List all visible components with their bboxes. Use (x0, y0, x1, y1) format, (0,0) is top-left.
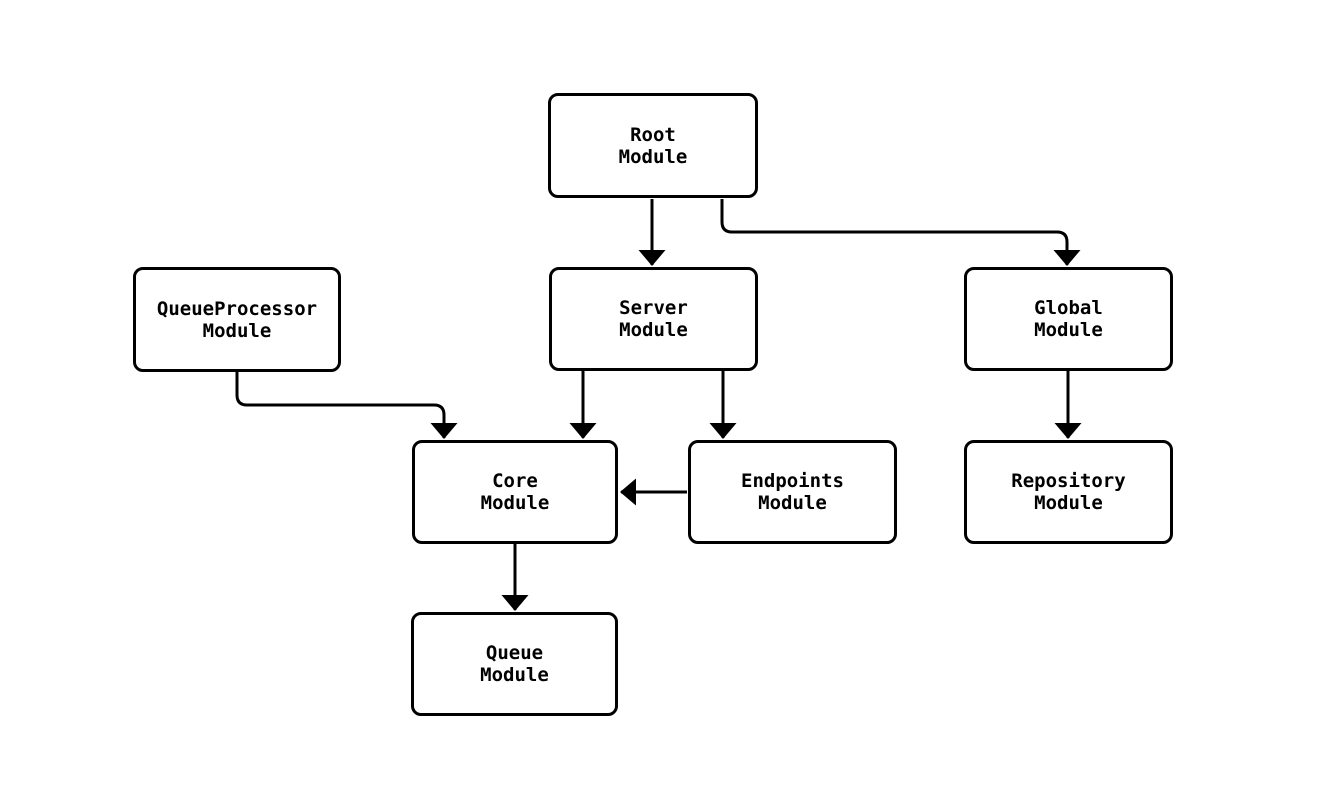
node-core-module: Core Module (412, 440, 618, 544)
node-queueprocessor-module: QueueProcessor Module (133, 267, 341, 372)
node-root-module: Root Module (548, 93, 758, 198)
node-server-module: Server Module (549, 267, 758, 371)
edge-queueprocessor-to-core (235, 372, 458, 439)
node-queue-module: Queue Module (411, 612, 618, 716)
edge-root-to-global (720, 199, 1081, 266)
node-global-module: Global Module (964, 267, 1173, 371)
node-core-module-label: Core Module (480, 470, 550, 514)
node-repository-module-label: Repository Module (1011, 470, 1126, 514)
node-endpoints-module: Endpoints Module (688, 440, 897, 544)
node-repository-module: Repository Module (964, 440, 1173, 544)
node-server-module-label: Server Module (619, 297, 688, 341)
node-global-module-label: Global Module (1034, 297, 1103, 341)
node-queue-module-label: Queue Module (480, 642, 549, 686)
node-endpoints-module-label: Endpoints Module (741, 470, 844, 514)
node-root-module-label: Root Module (618, 123, 688, 168)
node-queueprocessor-module-label: QueueProcessor Module (156, 297, 318, 342)
